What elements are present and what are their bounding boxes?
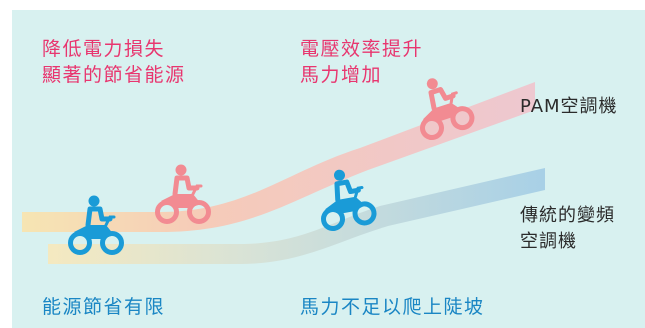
inverter-ac-label: 傳統的變頻 空調機 [520, 203, 615, 255]
inverter-ac-label-line-1: 傳統的變頻 [520, 205, 615, 226]
limited-saving-caption: 能源節省有限 [42, 296, 166, 318]
insufficient-power-caption: 馬力不足以爬上陡坡 [300, 296, 485, 318]
voltage-efficiency-line-1: 電壓效率提升 [300, 38, 424, 60]
energy-saving-caption: 降低電力損失 顯著的節省能源 [42, 36, 186, 88]
voltage-efficiency-line-2: 馬力增加 [300, 64, 383, 86]
voltage-efficiency-caption: 電壓效率提升 馬力增加 [300, 36, 423, 88]
energy-saving-line-1: 降低電力損失 [42, 38, 166, 60]
inverter-ac-label-line-2: 空調機 [520, 231, 577, 252]
energy-saving-line-2: 顯著的節省能源 [42, 64, 186, 86]
inverter-road [48, 168, 545, 264]
pam-ac-label: PAM空調機 [520, 96, 618, 117]
pam-road [22, 82, 535, 232]
